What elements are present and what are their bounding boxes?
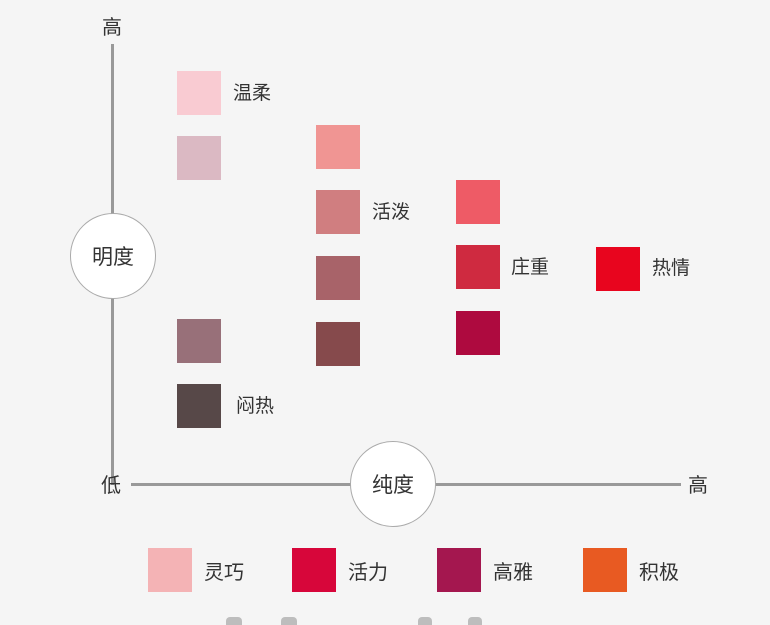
y-axis-top-label: 高: [102, 15, 122, 39]
swatch-col2-2: [316, 190, 360, 234]
swatch-label-huopo: 活泼: [372, 201, 411, 223]
swatch-col4-1: [596, 247, 640, 291]
x-axis-left-label: 低: [101, 473, 121, 497]
x-axis-name: 纯度: [372, 473, 414, 497]
cropped-content-fragment: [281, 617, 297, 625]
swatch-label-reqing: 热情: [652, 257, 691, 279]
legend-label-lingqiao: 灵巧: [204, 560, 244, 584]
legend-label-jiji: 积极: [639, 560, 679, 584]
swatch-col2-4: [316, 322, 360, 366]
swatch-col2-3: [316, 256, 360, 300]
legend-swatch-huoli: [292, 548, 336, 592]
cropped-content-fragment: [418, 617, 432, 625]
swatch-col1-2: [177, 136, 221, 180]
swatch-col1-1: [177, 71, 221, 115]
legend-swatch-jiji: [583, 548, 627, 592]
swatch-col1-3: [177, 319, 221, 363]
swatch-col3-1: [456, 180, 500, 224]
y-axis-name-circle: 明度: [70, 213, 156, 299]
swatch-label-zhuangzhong: 庄重: [511, 256, 550, 278]
swatch-col3-3: [456, 311, 500, 355]
legend-swatch-gaoya: [437, 548, 481, 592]
swatch-col3-2: [456, 245, 500, 289]
x-axis-name-circle: 纯度: [350, 441, 436, 527]
swatch-col2-1: [316, 125, 360, 169]
legend-swatch-lingqiao: [148, 548, 192, 592]
swatch-label-menre: 闷热: [236, 395, 275, 417]
cropped-content-fragment: [226, 617, 242, 625]
x-axis-right-label: 高: [688, 473, 708, 497]
swatch-label-wenrou: 温柔: [233, 82, 272, 104]
cropped-content-fragment: [468, 617, 482, 625]
legend-label-gaoya: 高雅: [493, 560, 533, 584]
y-axis-name: 明度: [92, 245, 134, 269]
legend-label-huoli: 活力: [348, 560, 388, 584]
swatch-col1-4: [177, 384, 221, 428]
